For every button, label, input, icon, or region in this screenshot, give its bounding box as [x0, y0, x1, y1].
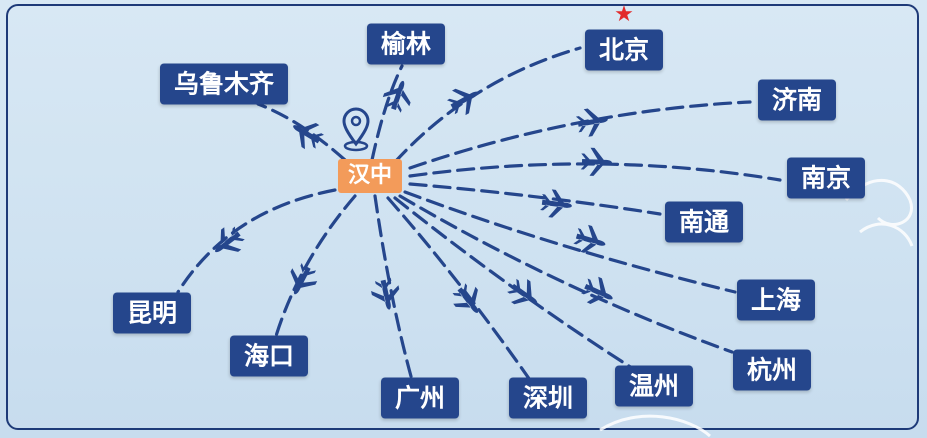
- capital-star-icon: ★: [614, 2, 634, 27]
- city-label-haikou: 海口: [229, 335, 309, 377]
- map-frame: [6, 4, 919, 430]
- route-line-nantong: [408, 182, 662, 216]
- city-label-hangzhou: 杭州: [732, 349, 812, 391]
- plane-icon-urumqi: [293, 123, 324, 150]
- location-pin-icon: [342, 107, 370, 152]
- plane-icon-kunming: [215, 226, 245, 253]
- plane-icon-yulin: [382, 80, 411, 113]
- route-line-jinan: [408, 100, 752, 170]
- hub-city-label: 汉中: [337, 159, 403, 193]
- route-line-urumqi: [256, 102, 347, 162]
- plane-icon-nantong: [540, 189, 572, 218]
- city-label-yulin: 榆林: [366, 23, 446, 65]
- route-line-wenzhou: [393, 196, 634, 370]
- city-label-urumqi: 乌鲁木齐: [159, 63, 289, 105]
- city-label-kunming: 昆明: [112, 292, 192, 334]
- city-label-wenzhou: 温州: [614, 365, 694, 407]
- route-line-shanghai: [403, 190, 737, 294]
- city-label-beijing: 北京: [584, 29, 664, 71]
- route-line-haikou: [274, 194, 357, 338]
- plane-icon-shenzhen: [452, 283, 479, 313]
- route-line-beijing: [393, 46, 582, 164]
- plane-icon-shanghai: [573, 224, 606, 253]
- route-line-hangzhou: [398, 194, 734, 354]
- city-label-jinan: 济南: [757, 79, 837, 121]
- plane-icon-haikou: [290, 263, 318, 295]
- route-line-nanjing: [408, 162, 782, 182]
- plane-icon-hangzhou: [581, 276, 613, 304]
- city-label-guangzhou: 广州: [380, 377, 460, 419]
- plane-icon-beijing: [447, 88, 479, 116]
- city-label-shanghai: 上海: [736, 279, 816, 321]
- plane-icon-wenzhou: [507, 278, 538, 305]
- city-label-shenzhen: 深圳: [508, 377, 588, 419]
- plane-icon-jinan: [575, 108, 608, 137]
- plane-icon-nanjing: [580, 147, 612, 176]
- cloud-decoration: [599, 179, 914, 438]
- city-label-nantong: 南通: [664, 201, 744, 243]
- plane-icon-guangzhou: [371, 277, 400, 310]
- route-line-shenzhen: [386, 196, 532, 382]
- city-label-nanjing: 南京: [786, 157, 866, 199]
- route-line-kunming: [176, 188, 337, 294]
- route-line-guangzhou: [373, 194, 414, 382]
- route-line-yulin: [370, 64, 404, 162]
